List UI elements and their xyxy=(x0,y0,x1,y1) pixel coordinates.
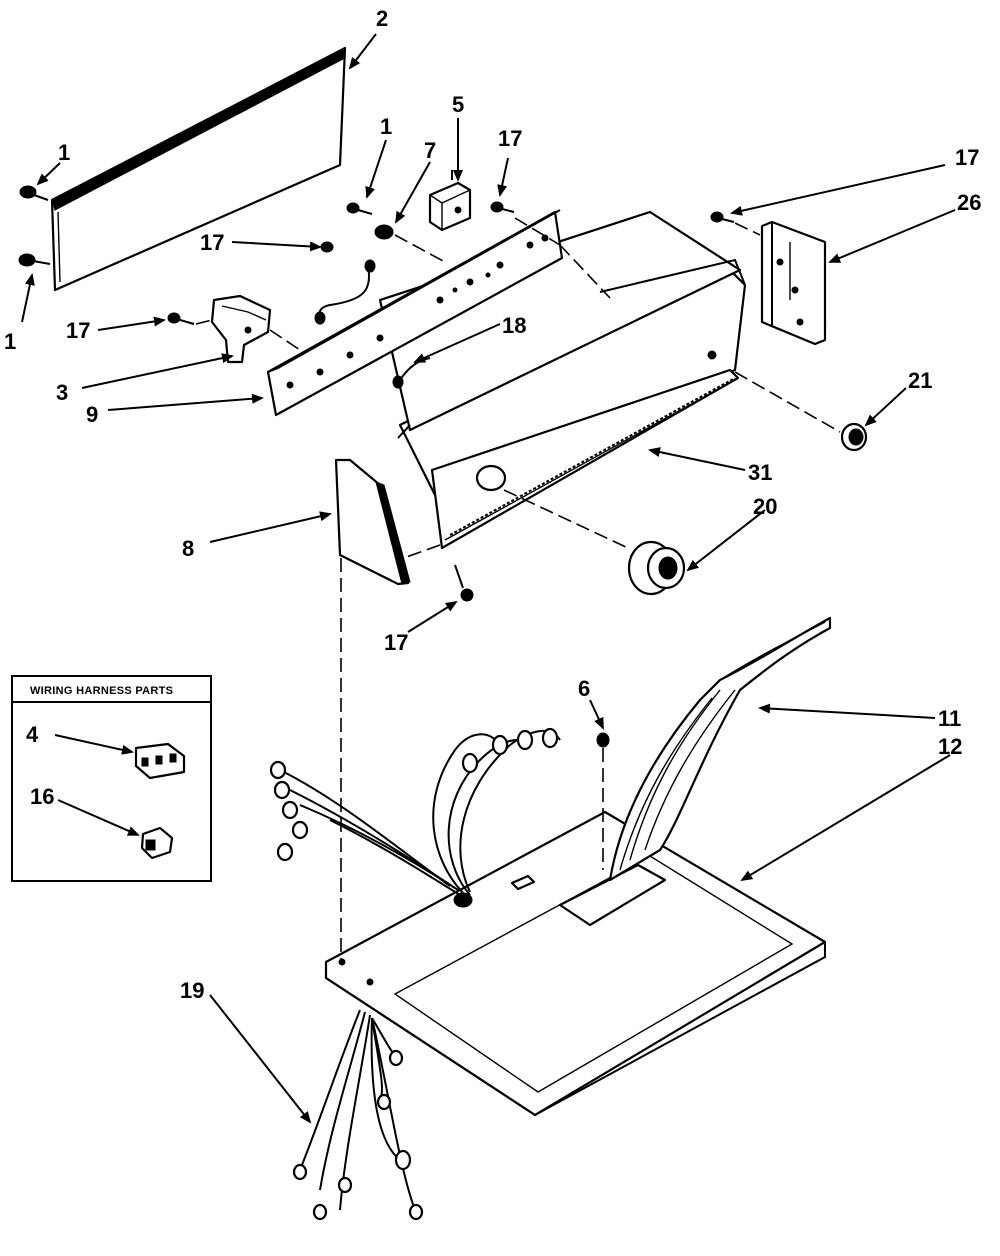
control-bracket-part-9 xyxy=(266,209,564,417)
screw-part-17-left xyxy=(167,312,195,325)
callout-17-left-upper: 17 xyxy=(200,230,224,255)
callout-19: 19 xyxy=(180,978,204,1003)
wire-part-18 xyxy=(392,357,431,389)
screw-part-17-wire xyxy=(320,241,334,253)
harness-part-11 xyxy=(608,616,832,882)
screw-part-17-bottom xyxy=(454,564,474,602)
inset-title: WIRING HARNESS PARTS xyxy=(30,685,173,697)
callout-20: 20 xyxy=(753,494,777,519)
top-panel-part-12 xyxy=(324,810,827,1117)
callout-17-left-lower: 17 xyxy=(66,318,90,343)
callout-16: 16 xyxy=(30,784,54,809)
wire-lead xyxy=(314,259,376,325)
screw-part-1-upper xyxy=(19,185,49,201)
bracket-part-26 xyxy=(760,220,827,346)
console-part-31 xyxy=(378,210,747,550)
callout-17-right: 17 xyxy=(955,145,979,170)
callout-31: 31 xyxy=(748,460,772,485)
harness-part-19 xyxy=(292,1009,424,1221)
switch-part-5 xyxy=(428,170,472,232)
knob-part-20 xyxy=(627,540,686,596)
wiring-harness-inset: WIRING HARNESS PARTS xyxy=(11,675,212,882)
callout-6: 6 xyxy=(578,676,590,701)
callout-7: 7 xyxy=(424,138,436,163)
leader-lines xyxy=(21,33,956,1124)
callout-12: 12 xyxy=(938,734,962,759)
callout-2: 2 xyxy=(376,6,388,31)
rear-panel-part-2 xyxy=(50,46,347,292)
callout-21: 21 xyxy=(908,368,932,393)
callout-1-upper-left: 1 xyxy=(58,140,70,165)
callout-11: 11 xyxy=(938,706,961,731)
screw-part-6 xyxy=(596,732,610,870)
screw-part-17-upper xyxy=(490,201,515,213)
callout-26: 26 xyxy=(957,190,981,215)
callout-5: 5 xyxy=(452,92,464,117)
callout-9: 9 xyxy=(86,402,98,427)
harness-wires-top xyxy=(269,727,561,908)
callout-18: 18 xyxy=(502,313,526,338)
end-cap-part-8 xyxy=(334,458,411,586)
connector-part-4 xyxy=(134,742,186,780)
callout-3: 3 xyxy=(56,380,68,405)
knob-part-21 xyxy=(840,422,868,452)
callout-1-lower-left: 1 xyxy=(4,329,16,354)
callout-1-middle: 1 xyxy=(380,114,392,139)
callout-17-top: 17 xyxy=(498,126,522,151)
alignment-lines xyxy=(195,217,841,960)
nut-part-7 xyxy=(374,224,394,240)
callout-8: 8 xyxy=(182,536,194,561)
screw-part-17-right xyxy=(710,211,735,223)
callout-17-bottom: 17 xyxy=(384,630,408,655)
screw-part-1-middle xyxy=(346,202,373,215)
callout-4: 4 xyxy=(26,722,39,747)
connector-part-16 xyxy=(140,826,174,860)
switch-part-3 xyxy=(210,294,272,364)
screw-part-1-lower xyxy=(18,253,51,267)
callout-labels: 2 1 1 1 5 7 17 17 26 17 17 18 3 9 21 31 … xyxy=(4,6,981,1003)
